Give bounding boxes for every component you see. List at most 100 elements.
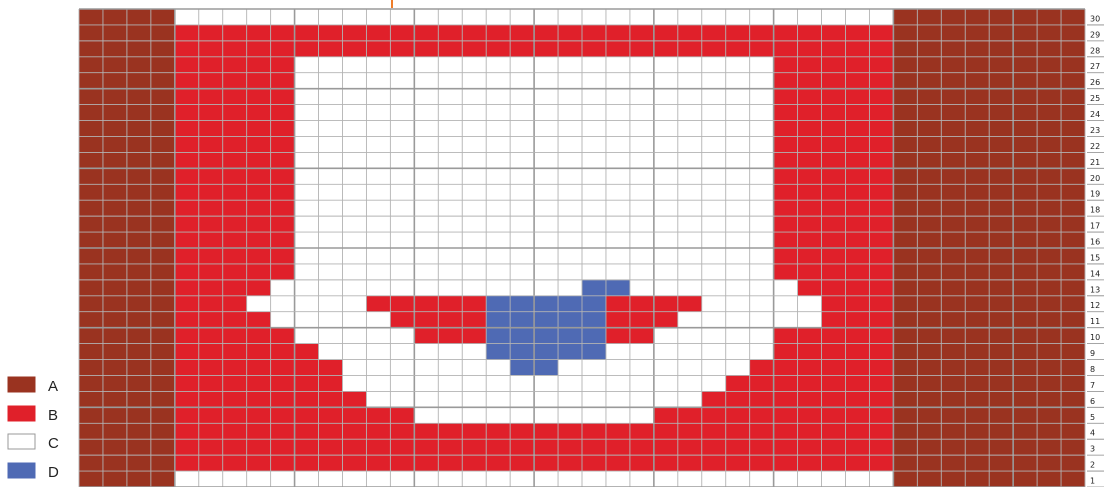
grid-cell	[750, 439, 774, 455]
grid-cell	[223, 391, 247, 407]
grid-cell	[151, 312, 175, 328]
grid-cell	[845, 360, 869, 376]
grid-cell	[151, 168, 175, 184]
grid-cell	[390, 328, 414, 344]
grid-cell	[486, 328, 510, 344]
grid-cell	[295, 57, 319, 73]
grid-cell	[127, 9, 151, 25]
grid-cell	[438, 121, 462, 137]
grid-cell	[103, 455, 127, 471]
grid-cell	[606, 439, 630, 455]
grid-cell	[726, 184, 750, 200]
grid-cell	[1037, 232, 1061, 248]
grid-cell	[462, 391, 486, 407]
grid-cell	[989, 232, 1013, 248]
grid-cell	[798, 248, 822, 264]
grid-cell	[1013, 375, 1037, 391]
row-number-label: 27	[1090, 62, 1100, 71]
grid-cell	[774, 105, 798, 121]
grid-cell	[869, 264, 893, 280]
grid-cell	[798, 152, 822, 168]
grid-cell	[510, 216, 534, 232]
grid-cell	[342, 248, 366, 264]
grid-cell	[678, 105, 702, 121]
grid-cell	[989, 89, 1013, 105]
grid-cell	[582, 248, 606, 264]
grid-cell	[726, 375, 750, 391]
grid-cell	[678, 328, 702, 344]
grid-cell	[342, 200, 366, 216]
row-number-label: 12	[1090, 301, 1100, 310]
grid-cell	[798, 439, 822, 455]
grid-cell	[247, 41, 271, 57]
grid-cell	[438, 471, 462, 487]
grid-cell	[965, 168, 989, 184]
grid-cell	[199, 391, 223, 407]
grid-cell	[774, 280, 798, 296]
grid-cell	[893, 9, 917, 25]
grid-cell	[845, 375, 869, 391]
grid-cell	[869, 216, 893, 232]
grid-cell	[869, 152, 893, 168]
grid-cell	[295, 232, 319, 248]
grid-cell	[1061, 264, 1085, 280]
grid-cell	[510, 184, 534, 200]
grid-cell	[271, 455, 295, 471]
grid-cell	[774, 439, 798, 455]
grid-cell	[534, 296, 558, 312]
grid-cell	[79, 439, 103, 455]
grid-cell	[199, 121, 223, 137]
grid-cell	[654, 121, 678, 137]
row-number-label: 5	[1090, 413, 1095, 422]
grid-cell	[630, 328, 654, 344]
grid-cell	[175, 9, 199, 25]
grid-cell	[151, 328, 175, 344]
grid-cell	[223, 136, 247, 152]
grid-cell	[750, 344, 774, 360]
grid-cell	[366, 200, 390, 216]
grid-cell	[438, 312, 462, 328]
grid-cell	[1037, 41, 1061, 57]
grid-cell	[247, 73, 271, 89]
grid-cell	[941, 423, 965, 439]
grid-cell	[486, 455, 510, 471]
grid-cell	[558, 360, 582, 376]
grid-cell	[989, 296, 1013, 312]
grid-cell	[462, 423, 486, 439]
grid-cell	[750, 41, 774, 57]
grid-cell	[79, 312, 103, 328]
grid-cell	[774, 312, 798, 328]
grid-cell	[175, 439, 199, 455]
grid-cell	[486, 200, 510, 216]
grid-cell	[223, 9, 247, 25]
grid-cell	[869, 280, 893, 296]
grid-cell	[510, 375, 534, 391]
grid-cell	[390, 41, 414, 57]
grid-cell	[247, 344, 271, 360]
grid-cell	[414, 216, 438, 232]
grid-cell	[678, 73, 702, 89]
grid-cell	[366, 73, 390, 89]
grid-cell	[774, 328, 798, 344]
grid-cell	[366, 232, 390, 248]
grid-cell	[462, 296, 486, 312]
grid-cell	[654, 152, 678, 168]
grid-cell	[390, 439, 414, 455]
grid-cell	[295, 89, 319, 105]
grid-cell	[366, 423, 390, 439]
grid-cell	[606, 216, 630, 232]
grid-cell	[534, 57, 558, 73]
grid-cell	[630, 168, 654, 184]
grid-cell	[1037, 471, 1061, 487]
grid-cell	[558, 264, 582, 280]
grid-cell	[127, 455, 151, 471]
grid-cell	[247, 57, 271, 73]
grid-cell	[534, 121, 558, 137]
grid-cell	[774, 391, 798, 407]
grid-cell	[678, 41, 702, 57]
grid-cell	[965, 216, 989, 232]
grid-cell	[151, 57, 175, 73]
grid-cell	[390, 455, 414, 471]
grid-cell	[438, 360, 462, 376]
grid-cell	[103, 184, 127, 200]
